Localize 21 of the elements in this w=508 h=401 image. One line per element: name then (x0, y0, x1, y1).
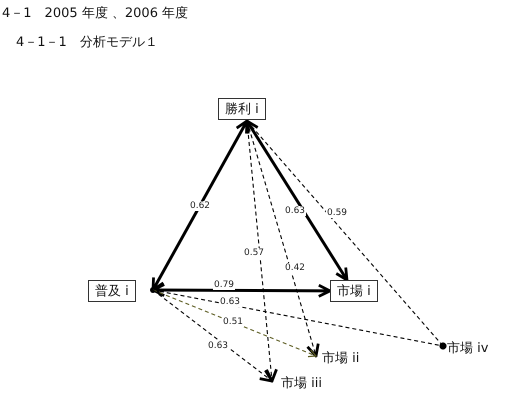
edge-label: 0.79 (212, 280, 236, 290)
variable-box: 市場 i (330, 280, 378, 302)
edge-label: 0.63 (218, 297, 242, 307)
variable-label: 市場 iv (443, 339, 488, 357)
heading: 4－1 2005 年度 、2006 年度 (2, 5, 188, 22)
edge-label: 0.59 (326, 208, 348, 218)
dashed-arrow (152, 290, 274, 382)
edge-label: 0.62 (188, 201, 212, 211)
variable-label: 市場 ii (318, 349, 360, 367)
edge-label: 0.51 (222, 317, 244, 327)
dashed-arrow (152, 290, 317, 358)
edge-label: 0.57 (242, 248, 266, 258)
double-arrow (152, 283, 332, 298)
edge-label: 0.42 (284, 263, 306, 273)
double-arrow (246, 120, 348, 282)
variable-box: 勝利 i (218, 98, 266, 120)
caption: 4－1－1 分析モデル１ (16, 34, 158, 51)
edge-label: 0.63 (284, 206, 306, 216)
variable-box: 普及 i (88, 280, 136, 302)
edge-label: 0.63 (206, 341, 230, 351)
variable-label: 市場 iii (277, 374, 322, 392)
